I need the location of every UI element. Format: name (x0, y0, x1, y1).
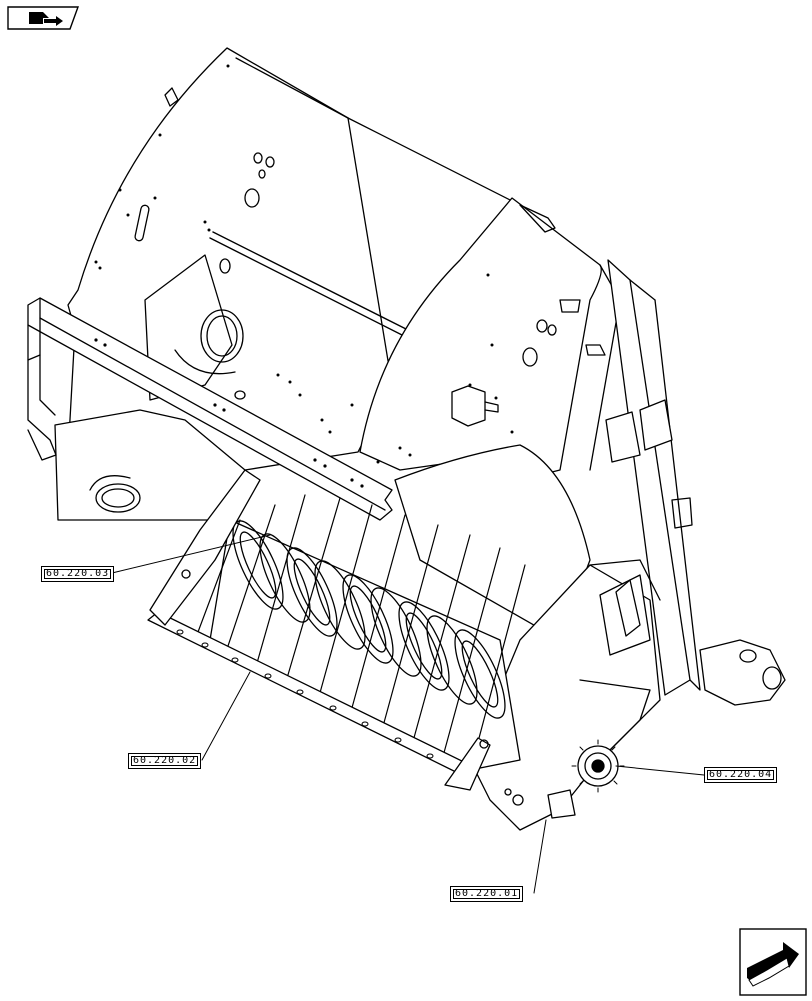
front-frame-beam (27, 297, 393, 521)
callout-60-220-03[interactable]: 60.220.03 (41, 566, 115, 582)
callout-60-220-02[interactable]: 60.220.02 (128, 753, 202, 769)
callout-leaders (111, 534, 705, 894)
drive-sprocket (571, 739, 625, 793)
feed-chute (394, 444, 591, 641)
right-side-wall (359, 197, 602, 481)
page-orientation-icon[interactable] (7, 6, 79, 35)
callout-60-220-01[interactable]: 60.220.01 (450, 886, 524, 902)
stripper-bars (159, 494, 526, 773)
callout-60-220-04[interactable]: 60.220.04 (704, 767, 778, 783)
navigation-arrow-icon[interactable] (739, 928, 807, 1001)
drawbar-hitch (699, 639, 786, 706)
